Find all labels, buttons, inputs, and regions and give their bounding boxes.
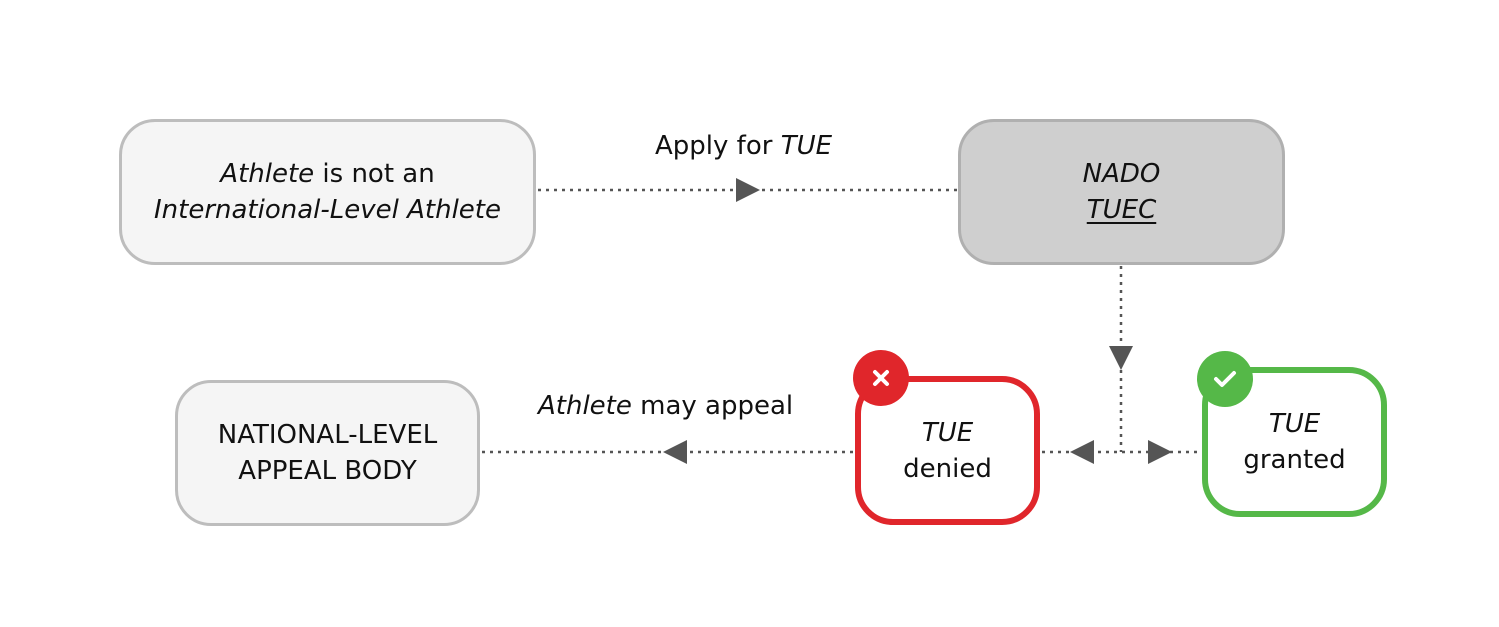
nado-line2: TUEC	[1086, 195, 1157, 225]
denied-line2: denied	[903, 453, 992, 484]
granted-line2: granted	[1243, 445, 1346, 475]
nado-line1: NADO	[1082, 159, 1161, 189]
label-appeal: Athlete may appeal	[538, 391, 794, 421]
checkmark-icon	[1197, 351, 1253, 407]
node-nado-tuec: NADO TUEC	[958, 119, 1285, 265]
arrowhead-denied	[1070, 440, 1094, 464]
athlete-line1: Athlete is not an	[220, 159, 435, 189]
x-icon	[853, 350, 909, 406]
label-apply: Apply for TUE	[655, 131, 833, 161]
appeal-line1: NATIONAL-LEVEL	[217, 420, 438, 450]
athlete-line2: International-Level Athlete	[153, 195, 501, 225]
arrowhead-apply	[736, 178, 760, 202]
granted-line1: TUE	[1268, 409, 1321, 439]
node-tue-denied: TUE denied	[855, 376, 1040, 525]
arrowhead-appeal	[663, 440, 687, 464]
node-appeal-body: NATIONAL-LEVEL APPEAL BODY	[175, 380, 480, 526]
arrowhead-down	[1109, 346, 1133, 370]
node-athlete: Athlete is not an International-Level At…	[119, 119, 536, 265]
denied-line1: TUE	[921, 417, 974, 448]
arrowhead-granted	[1148, 440, 1172, 464]
appeal-line2: APPEAL BODY	[238, 456, 417, 486]
